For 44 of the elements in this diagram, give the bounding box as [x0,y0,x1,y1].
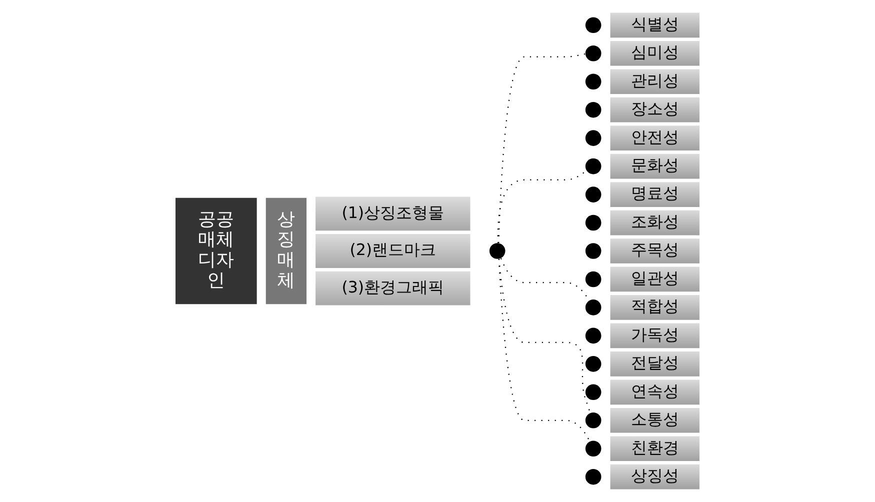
node-circle [585,17,602,34]
node-circle [585,186,602,202]
node-box: 상징성 [610,464,700,490]
node-box: (3)환경그래픽 [316,271,470,306]
node-circle [585,468,602,485]
connector [498,53,586,244]
node-circle [585,384,602,400]
node-box: 관리성 [610,69,700,94]
node-box: 일관성 [610,266,700,292]
node-circle [585,271,602,288]
node-circle [585,300,602,316]
node-circle [585,243,602,259]
node-circle [585,45,602,62]
node-box: 조화성 [610,210,700,236]
node-circle [585,412,602,428]
connector [497,170,587,244]
connector [498,258,590,442]
node-box: (1)상징조형물 [316,196,470,231]
node-box: 공공매체디자인 [176,198,257,304]
node-box: 문화성 [610,154,700,179]
node-box: 적합성 [610,295,700,320]
node-circle [585,102,602,118]
node-box: 명료성 [610,182,700,207]
node-circle [585,74,602,90]
node-box: 안전성 [610,126,700,150]
node-box: 연속성 [610,380,700,405]
node-box: 소통성 [610,408,700,433]
node-box: 주목성 [610,238,700,264]
node-circle [585,440,602,457]
node-box: 전달성 [610,352,700,376]
node-circle [585,356,602,372]
node-circle [585,158,602,174]
node-box: 가독성 [610,323,700,348]
node-circle [585,214,602,231]
connector [498,258,591,413]
node-box: 상징매체 [266,198,306,304]
node-box: (2)랜드마크 [316,234,470,268]
node-box: 친환경 [610,436,700,462]
node-box: 식별성 [610,12,700,38]
node-circle [489,243,506,259]
node-circle [585,328,602,344]
node-circle [585,130,602,146]
node-box: 장소성 [610,97,700,122]
node-box: 심미성 [610,40,700,66]
